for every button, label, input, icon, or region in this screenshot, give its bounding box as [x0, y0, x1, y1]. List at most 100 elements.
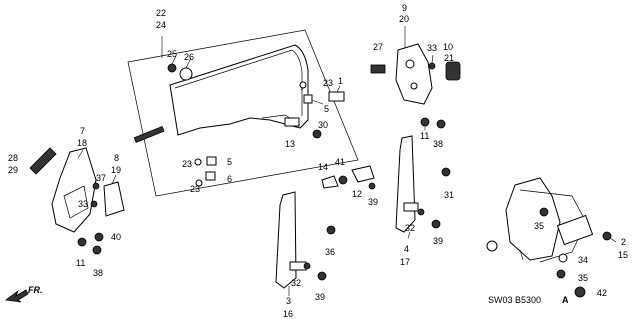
lift-plate-group: [370, 43, 461, 129]
callout-5b: 5: [227, 157, 232, 167]
callout-3: 3: [286, 296, 291, 306]
nut-33b[interactable]: [90, 200, 98, 208]
callout-20: 20: [399, 14, 409, 24]
holder-12[interactable]: [351, 165, 375, 183]
diagram-code-suffix: A: [562, 295, 569, 305]
nut-39c[interactable]: [317, 271, 327, 281]
bolt-30[interactable]: [312, 129, 322, 139]
nut-23b[interactable]: [194, 158, 202, 166]
lift-plate[interactable]: [395, 43, 433, 105]
front-channel[interactable]: [275, 191, 297, 289]
leader-lines: [77, 26, 617, 296]
callout-36: 36: [325, 247, 335, 257]
callout-25: 25: [167, 49, 177, 59]
clip-14[interactable]: [321, 175, 339, 189]
callout-9: 9: [402, 3, 407, 13]
direction-label: FR.: [28, 285, 43, 295]
callout-28: 28: [8, 153, 18, 163]
diagram-code: SW03 B5300 A: [488, 295, 569, 305]
bolt-11b[interactable]: [77, 237, 87, 247]
callout-8: 8: [114, 153, 119, 163]
door-glass-group: [127, 29, 359, 197]
glass-stopper-26[interactable]: [179, 67, 193, 81]
callout-21: 21: [444, 53, 454, 63]
callout-35b: 35: [578, 273, 588, 283]
rear-channel-group: [395, 135, 451, 233]
callout-23a: 23: [323, 78, 333, 88]
callout-38b: 38: [93, 268, 103, 278]
callout-40: 40: [111, 232, 121, 242]
callout-14: 14: [318, 162, 328, 172]
callout-16: 16: [283, 309, 293, 319]
nut-38a[interactable]: [436, 119, 446, 129]
diagram-code-text: SW03 B5300: [488, 295, 541, 305]
screw-37[interactable]: [92, 182, 100, 190]
holder-5a[interactable]: [303, 94, 313, 104]
direction-arrow: FR.: [4, 285, 43, 303]
bolt-36[interactable]: [326, 225, 336, 235]
callout-12: 12: [352, 189, 362, 199]
callout-19: 19: [111, 165, 121, 175]
mirror-cover-8[interactable]: [103, 181, 125, 217]
callout-31: 31: [444, 190, 454, 200]
callout-18: 18: [77, 138, 87, 148]
callout-23b: 23: [182, 159, 192, 169]
bolt-33a[interactable]: [428, 62, 436, 70]
callout-39c: 39: [315, 292, 325, 302]
bolt-40[interactable]: [94, 232, 104, 242]
callout-4: 4: [404, 244, 409, 254]
stopper-10[interactable]: [445, 61, 461, 81]
callout-39b: 39: [433, 236, 443, 246]
front-channel-group: [275, 191, 336, 289]
grommet-34[interactable]: [558, 253, 568, 263]
mirror-base[interactable]: [51, 147, 97, 233]
callout-26: 26: [184, 52, 194, 62]
callout-34: 34: [578, 255, 588, 265]
callout-2: 2: [621, 237, 626, 247]
callout-39a: 39: [368, 197, 378, 207]
callout-32a: 32: [405, 223, 415, 233]
clip-41[interactable]: [338, 175, 348, 185]
rear-channel[interactable]: [395, 135, 416, 233]
callout-30: 30: [318, 120, 328, 130]
bolt-31[interactable]: [441, 167, 451, 177]
corner-cover-28[interactable]: [29, 147, 57, 175]
regulator-motor[interactable]: [556, 214, 594, 246]
callout-22: 22: [156, 8, 166, 18]
glass-spacer-1[interactable]: [328, 91, 345, 102]
door-glass[interactable]: [169, 44, 309, 136]
bolt-35b[interactable]: [556, 269, 566, 279]
callout-38a: 38: [433, 139, 443, 149]
holder-5b[interactable]: [206, 156, 217, 166]
callout-41: 41: [335, 157, 345, 167]
callout-42: 42: [597, 288, 607, 298]
nut-39a[interactable]: [368, 182, 376, 190]
callout-35a: 35: [534, 221, 544, 231]
bolt-42[interactable]: [574, 286, 586, 298]
callout-6: 6: [227, 174, 232, 184]
nut-23c[interactable]: [195, 179, 203, 187]
bolt-35a[interactable]: [539, 207, 549, 217]
mirror-group: [29, 147, 125, 255]
bolt-11a[interactable]: [420, 117, 430, 127]
callout-23c: 23: [190, 184, 200, 194]
callout-32b: 32: [291, 278, 301, 288]
nut-23a[interactable]: [299, 81, 307, 89]
nut-38b[interactable]: [92, 245, 102, 255]
glass-run-seal[interactable]: [133, 126, 165, 143]
holder-13[interactable]: [284, 117, 300, 127]
callout-1: 1: [338, 76, 343, 86]
callout-33b: 33: [78, 199, 88, 209]
bolt-39b[interactable]: [431, 219, 441, 229]
regulator-frame[interactable]: [505, 177, 561, 261]
callout-labels: 22 24 25 26 1 23 5 30 13 23 5 23 6 9 20 …: [8, 3, 628, 319]
callout-11a: 11: [420, 131, 429, 141]
cushion-27[interactable]: [370, 64, 386, 74]
callout-24: 24: [156, 20, 166, 30]
holder-6[interactable]: [205, 171, 216, 181]
callout-29: 29: [8, 165, 18, 175]
callout-10: 10: [443, 42, 453, 52]
glass-cushion-25[interactable]: [167, 63, 177, 73]
clip-2[interactable]: [602, 231, 612, 241]
